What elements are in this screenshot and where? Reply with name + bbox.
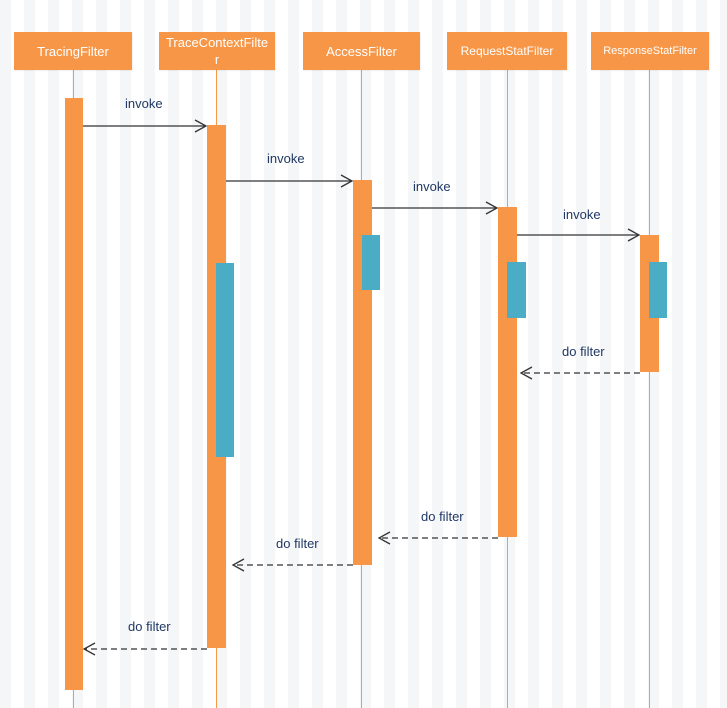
message-label: do filter (562, 344, 605, 359)
participant-access: AccessFilter (303, 32, 420, 70)
arrowhead-icon (519, 366, 533, 380)
arrowhead-icon (627, 228, 641, 242)
lifeline-responsestat (649, 70, 650, 708)
message-label: invoke (125, 96, 163, 111)
message-label: invoke (563, 207, 601, 222)
arrowhead-icon (377, 531, 391, 545)
arrowhead-icon (340, 174, 354, 188)
participant-label: TraceContextFilter (165, 35, 269, 67)
participant-label: ResponseStatFilter (603, 44, 697, 57)
participant-responsestat: ResponseStatFilter (591, 32, 709, 70)
message-label: do filter (421, 509, 464, 524)
message-label: do filter (276, 536, 319, 551)
nested-activation-bar (216, 263, 234, 457)
message-label: invoke (413, 179, 451, 194)
arrowhead-icon (231, 558, 245, 572)
participant-label: RequestStatFilter (460, 43, 554, 58)
participant-label: TracingFilter (37, 43, 109, 59)
activation-bar (65, 98, 83, 690)
message-label: invoke (267, 151, 305, 166)
arrowhead-icon (82, 642, 96, 656)
arrowhead-icon (194, 119, 208, 133)
nested-activation-bar (507, 262, 526, 318)
message-label: do filter (128, 619, 171, 634)
nested-activation-bar (362, 235, 380, 290)
nested-activation-bar (649, 262, 667, 318)
participant-requeststat: RequestStatFilter (447, 32, 567, 70)
participant-label: AccessFilter (326, 43, 397, 59)
arrowhead-icon (485, 201, 499, 215)
participant-tracecontext: TraceContextFilter (159, 32, 275, 70)
participant-tracing: TracingFilter (14, 32, 132, 70)
